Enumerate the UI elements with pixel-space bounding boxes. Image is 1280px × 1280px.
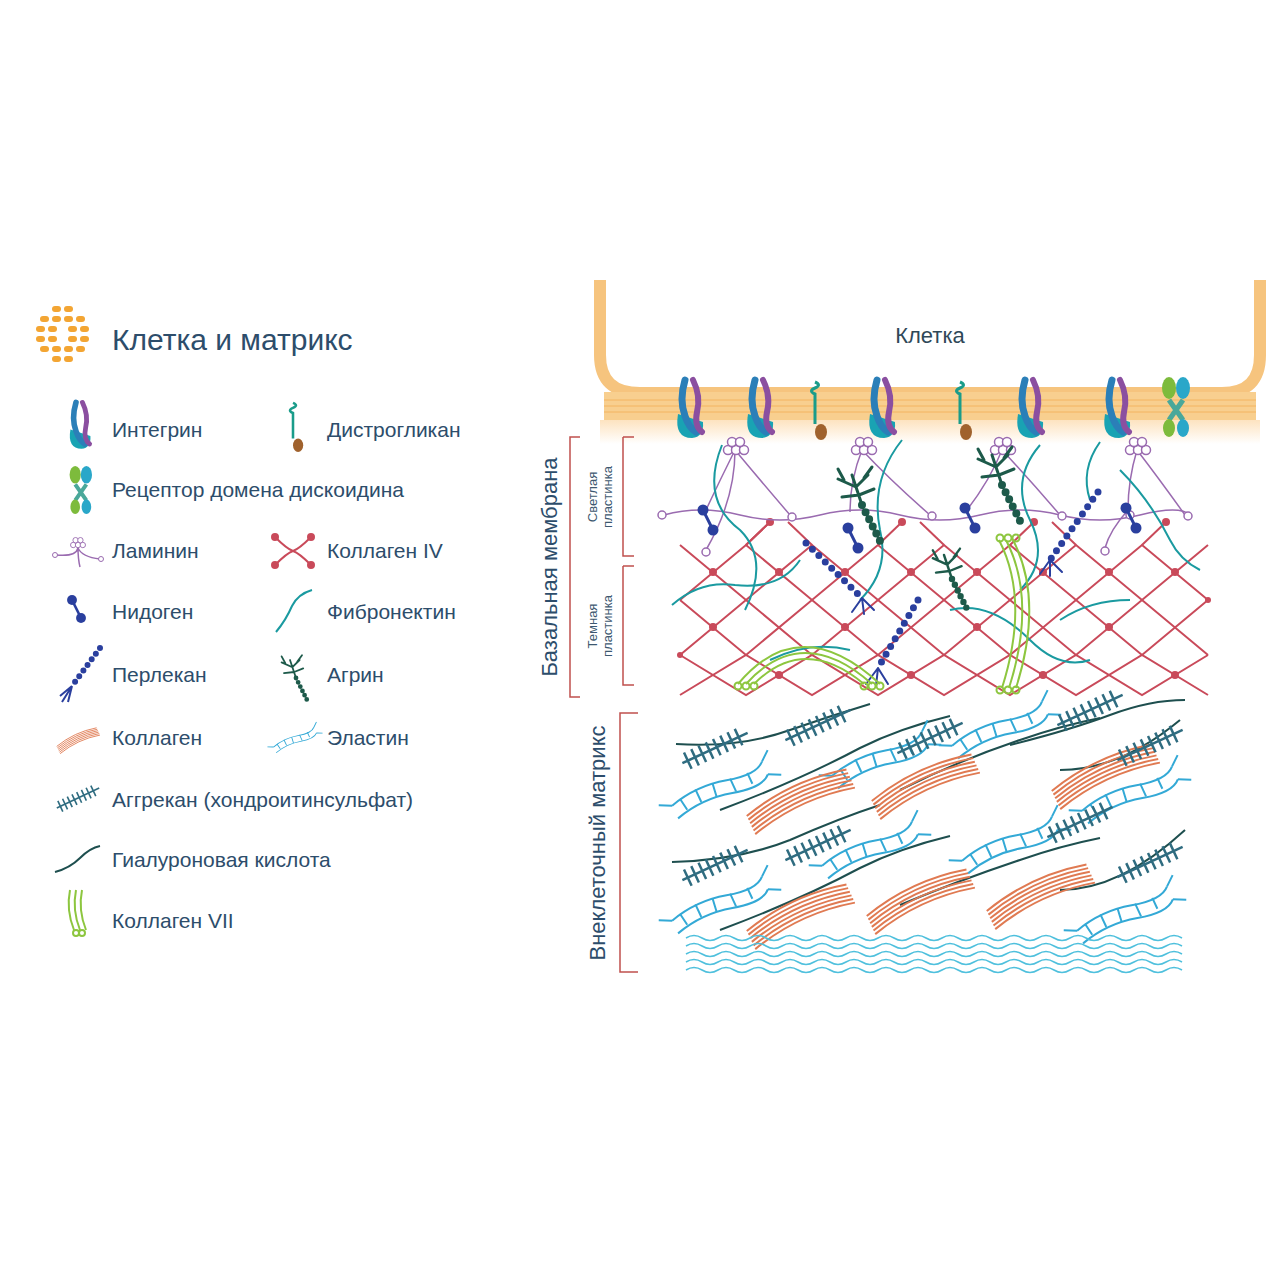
cell-label: Клетка (895, 323, 965, 349)
region-brackets (570, 437, 638, 972)
legend-label: Перлекан (112, 663, 207, 687)
collagen-iv-network (677, 518, 1211, 695)
title-icon (36, 306, 89, 362)
legend-label: Дистрогликан (327, 418, 461, 442)
legend-label: Коллаген IV (327, 539, 443, 563)
legend-label: Агрин (327, 663, 384, 687)
legend-label: Аггрекан (хондроитинсульфат) (112, 788, 413, 812)
legend-label: Ламинин (112, 539, 199, 563)
legend-label: Рецептор домена дискоидина (112, 478, 404, 502)
legend-label: Фибронектин (327, 600, 456, 624)
chart-title: Клетка и матрикс (112, 323, 353, 358)
laminin-network (658, 450, 1192, 556)
fibronectin (672, 440, 1200, 663)
legend-label: Интегрин (112, 418, 202, 442)
extracellular-matrix (657, 687, 1191, 973)
collagen-vii (735, 535, 1030, 694)
region-label: Светлая пластинка (586, 460, 616, 534)
legend-label: Коллаген (112, 726, 202, 750)
region-label: Внеклеточный матрикс (585, 725, 610, 960)
legend-label: Коллаген VII (112, 909, 234, 933)
legend-label: Гиалуроновая кислота (112, 848, 331, 872)
cell-membrane (600, 280, 1260, 444)
region-label: Темная пластинка (586, 589, 616, 663)
legend-label: Нидоген (112, 600, 193, 624)
legend-label: Эластин (327, 726, 409, 750)
region-label: Базальная мембрана (537, 457, 562, 676)
receptors (677, 377, 1190, 440)
perlecan (806, 492, 1098, 686)
cell-region: Клетка (612, 288, 1248, 384)
